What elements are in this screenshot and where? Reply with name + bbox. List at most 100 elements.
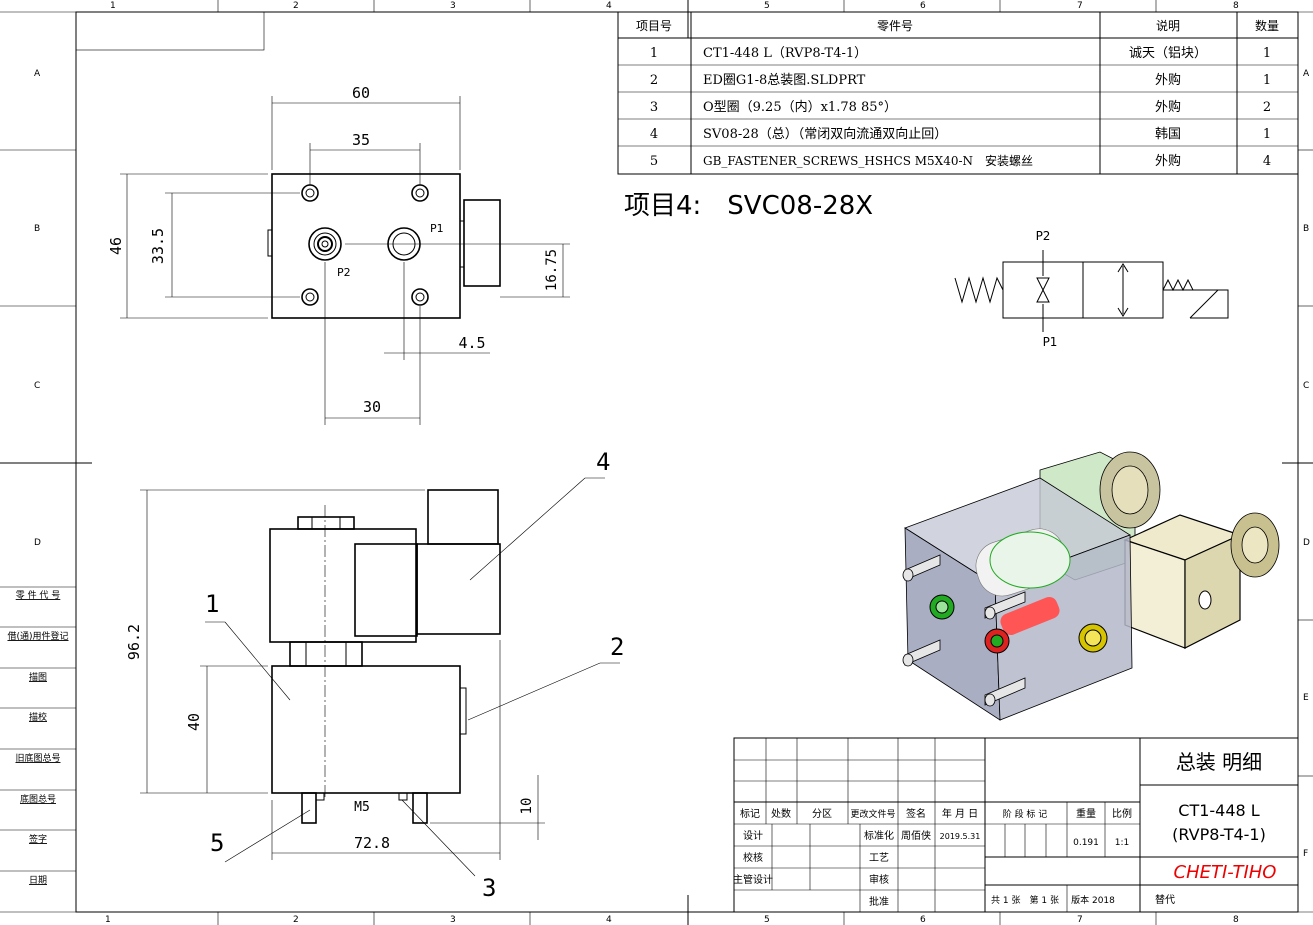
zone-top-1: 1 — [110, 1, 116, 11]
tb-designer: 周佰侠 — [901, 829, 931, 842]
bom-cell: 4 — [650, 127, 658, 142]
bom-cell: O型圈（9.25（内）x1.78 85°） — [703, 99, 897, 115]
bom-cell: 3 — [650, 100, 658, 115]
tb-part-no-2: (RVP8-T4-1) — [1172, 825, 1266, 844]
zone-left-d: D — [34, 538, 41, 548]
bom-cell: 1 — [1263, 127, 1271, 142]
dim-30: 30 — [363, 398, 381, 416]
tb-date: 2019.5.31 — [940, 832, 981, 841]
tb-process-label: 工艺 — [869, 852, 889, 864]
zone-right-f: F — [1303, 849, 1308, 859]
tb-header-change: 更改文件号 — [850, 808, 895, 820]
zone-bot-5: 5 — [764, 915, 770, 925]
dim-4-5: 4.5 — [458, 334, 485, 352]
zone-top-7: 7 — [1077, 1, 1083, 11]
left-column: 零 件 代 号 借(通)用件登记 描图 描校 旧底图总号 底图总号 签字 日期 — [0, 586, 76, 886]
bom-cell: 诚天（铝块） — [1129, 46, 1207, 61]
zone-bot-1: 1 — [105, 915, 111, 925]
bom-cell: 外购 — [1155, 153, 1181, 169]
dim-60: 60 — [352, 84, 370, 102]
bom-header-desc: 说明 — [1156, 18, 1180, 33]
bom-row: 3 O型圈（9.25（内）x1.78 85°） 外购 2 — [650, 99, 1271, 115]
bom-header-qty: 数量 — [1255, 18, 1279, 33]
tb-header-sign: 签名 — [906, 807, 926, 820]
tb-review-label: 审核 — [869, 873, 889, 886]
bom-cell: SV08-28（总）（常闭双向流通双向止回） — [703, 126, 947, 142]
zone-bot-4: 4 — [606, 915, 612, 925]
dim-46: 46 — [107, 237, 125, 255]
zone-top-3: 3 — [450, 1, 456, 11]
bom-cell: 2 — [650, 73, 658, 88]
left-col-1: 借(通)用件登记 — [7, 630, 68, 642]
tb-chief-label: 主管设计 — [733, 873, 773, 886]
zone-left-a: A — [34, 69, 41, 79]
left-col-4: 旧底图总号 — [15, 752, 60, 764]
tb-header-count: 处数 — [771, 807, 791, 820]
bom-cell: CT1-448 L（RVP8-T4-1） — [703, 46, 867, 61]
top-port-p1: P1 — [430, 222, 444, 235]
bom-row: 1 CT1-448 L（RVP8-T4-1） 诚天（铝块） 1 — [650, 46, 1271, 61]
balloon-3: 3 — [482, 874, 496, 902]
zone-top-4: 4 — [606, 1, 612, 11]
bom-row: 2 ED圈G1-8总装图.SLDPRT 外购 1 — [650, 72, 1271, 88]
left-col-3: 描校 — [29, 711, 47, 723]
zone-top-6: 6 — [920, 1, 926, 11]
tb-weight-label: 重量 — [1076, 807, 1096, 820]
bom-header-part: 零件号 — [877, 19, 913, 33]
tb-header-date: 年 月 日 — [942, 807, 978, 820]
zone-bot-6: 6 — [920, 915, 926, 925]
tb-stage-label: 阶 段 标 记 — [1003, 808, 1048, 820]
title-text: 总装 明细 — [1176, 750, 1262, 774]
item4-note: 项目4: SVC08-28X — [624, 191, 873, 221]
bom-table: 项目号 零件号 说明 数量 1 CT1-448 L（RVP8-T4-1） 诚天（… — [617, 11, 1299, 175]
assembly-3d-render — [902, 451, 1280, 721]
zone-right-a: A — [1303, 69, 1310, 79]
zone-left-c: C — [34, 381, 40, 391]
zone-left-b: B — [34, 224, 40, 234]
zone-bot-3: 3 — [450, 915, 456, 925]
bom-cell: 4 — [1263, 154, 1271, 169]
bom-cell: 1 — [1263, 46, 1271, 61]
left-col-2: 描图 — [29, 671, 47, 683]
tb-approve-label: 批准 — [869, 895, 889, 908]
tb-header-zone: 分区 — [812, 808, 832, 820]
dim-72-8: 72.8 — [354, 834, 390, 852]
balloon-2: 2 — [610, 633, 624, 661]
tb-scale-label: 比例 — [1112, 807, 1132, 820]
zone-top-2: 2 — [293, 1, 299, 11]
zone-bot-8: 8 — [1233, 915, 1239, 925]
tb-replace: 替代 — [1155, 893, 1175, 906]
zone-right-e: E — [1303, 693, 1309, 703]
schematic-p2-label: P2 — [1036, 229, 1051, 243]
bom-cell: 韩国 — [1155, 127, 1181, 142]
tb-weight: 0.191 — [1073, 838, 1099, 848]
zone-bot-2: 2 — [293, 915, 299, 925]
dim-10: 10 — [519, 798, 535, 815]
tb-version: 版本 2018 — [1071, 894, 1115, 906]
valve-schematic: P2 P1 — [954, 229, 1229, 349]
bom-cell: 1 — [650, 46, 658, 61]
balloon-1: 1 — [205, 590, 219, 618]
bom-cell: 1 — [1263, 73, 1271, 88]
dim-96-2: 96.2 — [125, 624, 143, 660]
bom-cell: 外购 — [1155, 99, 1181, 115]
bom-row: 4 SV08-28（总）（常闭双向流通双向止回） 韩国 1 — [650, 126, 1271, 142]
bom-header-item: 项目号 — [636, 19, 672, 33]
top-view: P1 P2 60 35 46 33.5 16.75 4.5 30 — [107, 84, 570, 425]
left-col-0: 零 件 代 号 — [16, 589, 61, 601]
tb-scale: 1:1 — [1115, 838, 1129, 848]
zone-right-d: D — [1303, 538, 1310, 548]
tb-sheets: 共 1 张 第 1 张 — [991, 894, 1059, 906]
bom-cell: 5 — [650, 154, 658, 169]
tb-check-label: 校核 — [743, 851, 763, 864]
schematic-p1-label: P1 — [1043, 335, 1058, 349]
tb-design-label: 设计 — [743, 829, 763, 842]
tb-part-no-1: CT1-448 L — [1178, 801, 1260, 820]
dim-35: 35 — [352, 131, 370, 149]
label-m5: M5 — [354, 800, 370, 815]
dim-16-75: 16.75 — [544, 249, 560, 291]
left-col-7: 日期 — [29, 875, 47, 886]
zone-top-5: 5 — [764, 1, 770, 11]
title-block: 总装 明细 标记 处数 分区 更改文件号 签名 年 月 日 阶 段 标 记 重量… — [733, 737, 1299, 913]
